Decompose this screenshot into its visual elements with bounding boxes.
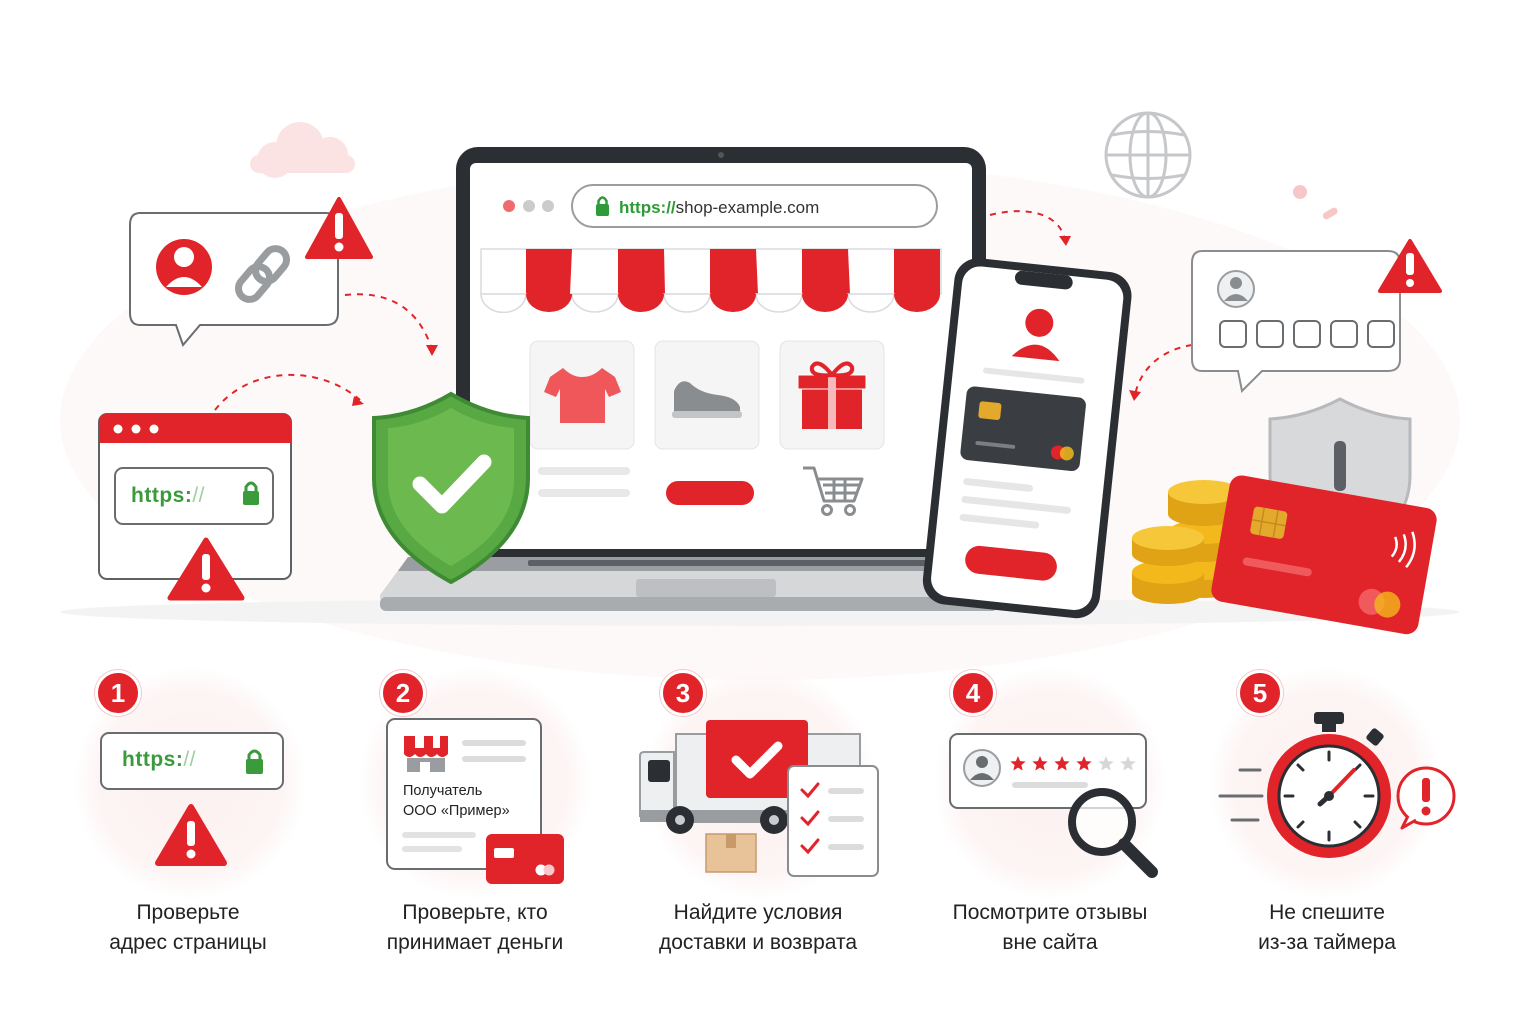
url-scheme: https:// bbox=[619, 198, 676, 217]
bank-card-icon bbox=[960, 386, 1086, 472]
recipient-name: ООО «Пример» bbox=[403, 803, 510, 819]
step-1-url-scheme: https:// bbox=[122, 748, 196, 771]
tshirt-icon bbox=[544, 368, 621, 423]
shopping-cart-icon bbox=[803, 466, 864, 516]
step-2-caption-line1: Проверьте, кто bbox=[402, 901, 548, 924]
browser-window-frame bbox=[98, 413, 292, 580]
bank-card-icon bbox=[1211, 475, 1437, 635]
warning-triangle-icon bbox=[305, 197, 373, 259]
step-2-caption-line2: принимает деньги bbox=[386, 931, 564, 954]
step-1-address-bar: https:// bbox=[100, 732, 284, 790]
sneaker-icon bbox=[672, 381, 742, 418]
star-empty-icon bbox=[1098, 756, 1114, 771]
delivery-truck-checklist-icon bbox=[639, 720, 879, 877]
reviews-magnifier-icon bbox=[949, 733, 1158, 878]
padlock-icon bbox=[246, 749, 263, 774]
star-filled-icon bbox=[1010, 756, 1026, 771]
step-3-caption-line1: Найдите условия bbox=[673, 901, 843, 924]
checklist-icon bbox=[787, 765, 879, 877]
recipient-label: Получатель bbox=[403, 783, 483, 799]
star-filled-icon bbox=[1054, 756, 1070, 771]
gift-box-icon bbox=[797, 361, 867, 429]
url-host: shop-example.com bbox=[675, 198, 820, 217]
warning-triangle-icon bbox=[1378, 239, 1442, 293]
smartphone bbox=[922, 258, 1132, 619]
step-1-caption: Проверьте адрес страницы bbox=[48, 898, 328, 958]
recipient-info: Получатель ООО «Пример» bbox=[403, 781, 510, 821]
step-5-caption-line1: Не спешите bbox=[1269, 901, 1385, 924]
step-2-caption: Проверьте, кто принимает деньги bbox=[335, 898, 615, 958]
step-5-caption-line2: из-за таймера bbox=[1258, 931, 1396, 954]
bank-card-icon bbox=[486, 834, 564, 884]
stopwatch-warning-icon bbox=[1218, 712, 1456, 858]
padlock-icon bbox=[596, 196, 609, 216]
parcel-box-icon bbox=[705, 833, 757, 873]
verification-code-bubble bbox=[1191, 239, 1442, 394]
step-5-number: 5 bbox=[1237, 670, 1283, 716]
step-3-caption: Найдите условия доставки и возврата bbox=[618, 898, 898, 958]
laptop bbox=[380, 147, 998, 611]
browser-window-warning: https:// bbox=[98, 413, 292, 580]
phishing-link-bubble bbox=[129, 197, 373, 347]
recipient-card-icon bbox=[386, 718, 564, 884]
step-1-caption-line1: Проверьте bbox=[136, 901, 240, 924]
star-empty-icon bbox=[1120, 756, 1136, 771]
step-1-number: 1 bbox=[95, 670, 141, 716]
step-2-number: 2 bbox=[380, 670, 426, 716]
padlock-icon bbox=[243, 481, 259, 505]
warning-bubble-icon bbox=[1396, 766, 1456, 830]
step-4-caption-line2: вне сайта bbox=[1002, 931, 1098, 954]
step-1-caption-line2: адрес страницы bbox=[109, 931, 267, 954]
globe-icon bbox=[1104, 111, 1192, 199]
warning-triangle-icon bbox=[155, 804, 227, 866]
user-avatar-icon bbox=[156, 239, 212, 295]
chain-link-icon bbox=[235, 245, 290, 303]
step-3-caption-line2: доставки и возврата bbox=[658, 931, 858, 954]
step-4-caption-line1: Посмотрите отзывы bbox=[952, 901, 1148, 924]
step-5-caption: Не спешите из-за таймера bbox=[1187, 898, 1467, 958]
browser-address-text: https://shop-example.com bbox=[619, 198, 819, 218]
rating-stars bbox=[1010, 756, 1136, 771]
store-awning bbox=[480, 248, 942, 314]
user-avatar-icon bbox=[1011, 308, 1060, 362]
cloud-icon bbox=[250, 122, 355, 178]
user-avatar-icon bbox=[963, 749, 1001, 787]
store-awning-icon bbox=[404, 736, 448, 772]
step-4-caption: Посмотрите отзывы вне сайта bbox=[910, 898, 1190, 958]
star-filled-icon bbox=[1076, 756, 1092, 771]
step-4-number: 4 bbox=[950, 670, 996, 716]
warning-triangle-icon bbox=[167, 537, 245, 601]
shield-check-icon bbox=[372, 391, 530, 585]
user-avatar-icon bbox=[1217, 270, 1255, 308]
step-3-number: 3 bbox=[660, 670, 706, 716]
address-scheme: https:// bbox=[131, 484, 205, 507]
star-filled-icon bbox=[1032, 756, 1048, 771]
magnifier-icon bbox=[1068, 788, 1158, 878]
